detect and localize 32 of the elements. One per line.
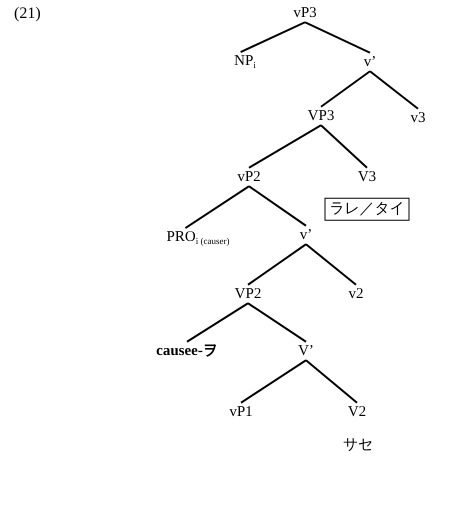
tree-node-label: PRO$_{i (causer)}$ [166, 229, 230, 247]
tree-node-label: vP1 [229, 404, 253, 420]
tree-node-label: VP3 [308, 108, 334, 124]
tree-branch [240, 21, 306, 53]
tree-branch [247, 302, 307, 343]
tree-node-label: NP$_{i}$ [234, 53, 256, 71]
tree-node-label: v’ [300, 226, 312, 244]
tree-branch [248, 185, 307, 227]
tree-node-label: V2 [348, 404, 366, 420]
tree-branch [305, 243, 357, 286]
tree-branch [247, 243, 307, 286]
tree-branch [305, 359, 358, 404]
tree-branch [248, 124, 322, 169]
tree-branch [320, 124, 368, 168]
tree-branch [186, 302, 249, 343]
tree-branch [304, 21, 370, 54]
tree-node-label: vP2 [237, 168, 261, 186]
tree-branch [320, 70, 371, 108]
tree-branch [369, 70, 419, 110]
morpheme-text: サセ [343, 436, 373, 454]
tree-branch [184, 185, 250, 229]
boxed-morpheme: ラレ／タイ [324, 198, 410, 220]
tree-node-label: VP2 [234, 286, 262, 302]
tree-node-label: V’ [298, 342, 314, 360]
tree-node-label: causee-ヲ [156, 342, 218, 360]
example-number: (21) [14, 5, 41, 23]
tree-branch [240, 359, 307, 404]
tree-node-label: V3 [358, 168, 376, 186]
tree-node-label: vP3 [293, 4, 317, 22]
tree-node-label: v3 [410, 110, 426, 126]
tree-node-label: v2 [348, 286, 364, 302]
tree-node-label: v’ [364, 54, 376, 70]
